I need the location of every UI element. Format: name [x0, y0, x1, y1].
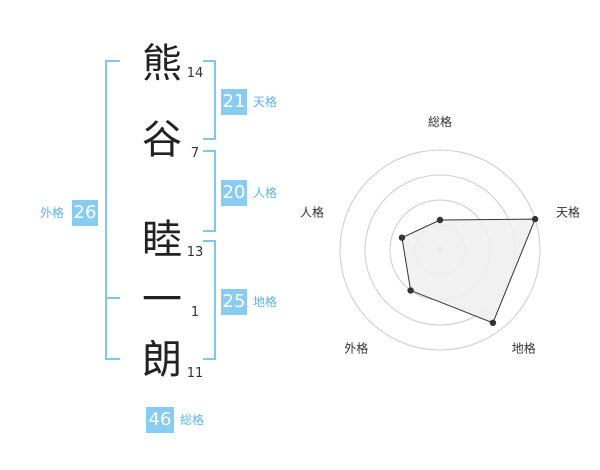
stroke-count-3: 13 — [186, 245, 204, 260]
radar-grid-ring-4 — [339, 149, 541, 351]
stroke-count-4: 1 — [190, 305, 200, 320]
gaikaku-label: 外格 — [40, 206, 65, 220]
chikaku-bracket-vertical — [214, 240, 216, 360]
stroke-count-5: 11 — [186, 366, 204, 381]
gaikaku-bracket-mid — [105, 297, 120, 299]
name-char-5: 朗 — [142, 337, 182, 383]
radar-shape — [398, 215, 539, 327]
radar-polygon — [401, 218, 536, 324]
tenkaku-bracket-vertical — [214, 60, 216, 140]
jinkaku-bracket-top — [203, 150, 216, 152]
radar-point-3 — [489, 319, 497, 327]
radar-axis-label-3: 地格 — [512, 341, 536, 356]
jinkaku-value-badge: 20 — [221, 180, 247, 206]
radar-point-4 — [407, 287, 414, 294]
jinkaku-bracket-vertical — [214, 150, 216, 232]
radar-axis-label-4: 外格 — [344, 341, 368, 356]
gaikaku-bracket-top — [105, 60, 120, 62]
jinkaku-bracket-bottom — [203, 230, 216, 232]
stroke-count-2: 7 — [190, 146, 200, 161]
radar-point-5 — [398, 234, 406, 241]
radar-axis-label-5: 人格 — [300, 204, 324, 219]
name-char-4: 一 — [142, 277, 182, 323]
gaikaku-bracket-vertical-upper — [105, 60, 107, 298]
tenkaku-value-badge: 21 — [221, 89, 247, 115]
radar-axis-label-1: 総格 — [428, 114, 452, 129]
name-char-3: 睦 — [142, 217, 182, 263]
gaikaku-value-badge: 26 — [72, 200, 98, 226]
tenkaku-label: 天格 — [253, 95, 278, 109]
chikaku-bracket-top — [203, 240, 216, 242]
jinkaku-label: 人格 — [253, 186, 278, 200]
chikaku-value-badge: 25 — [221, 289, 247, 315]
tenkaku-bracket-top — [203, 60, 216, 62]
soukaku-value-badge: 46 — [146, 407, 174, 433]
name-char-2: 谷 — [142, 117, 182, 163]
radar-axis-label-2: 天格 — [556, 204, 580, 219]
radar-point-1 — [436, 216, 444, 224]
gaikaku-bracket-vertical-lower — [105, 297, 107, 360]
stroke-count-1: 14 — [186, 66, 204, 81]
gaikaku-bracket-bottom — [105, 358, 120, 360]
chikaku-bracket-bottom — [203, 358, 216, 360]
name-char-1: 熊 — [142, 41, 182, 87]
chikaku-label: 地格 — [253, 295, 278, 309]
radar-point-2 — [531, 215, 539, 223]
soukaku-label: 総格 — [180, 413, 205, 427]
tenkaku-bracket-bottom — [203, 138, 216, 140]
